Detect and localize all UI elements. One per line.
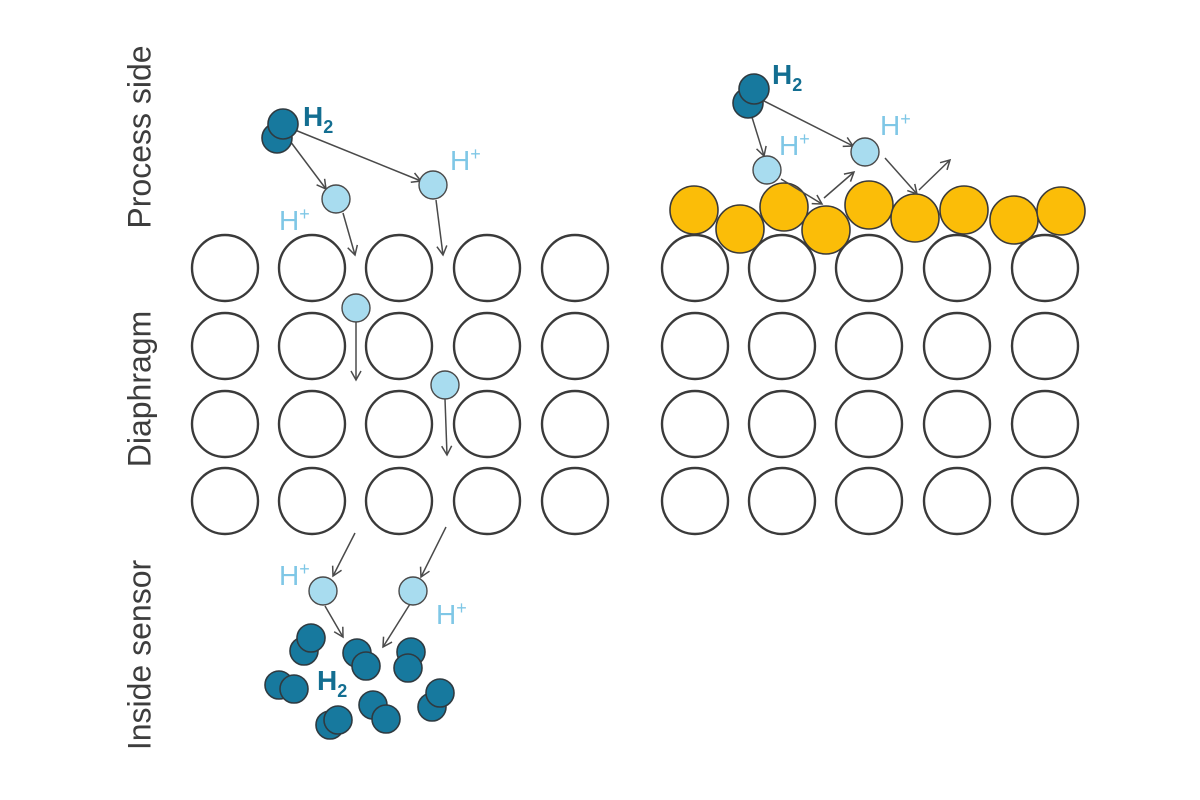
h2-atom [351,651,381,681]
diaphragm-atom [452,389,522,459]
diaphragm-atom [452,233,522,303]
diaphragm-atom [660,311,730,381]
h-ion-label-2: H+ [279,204,310,236]
diaphragm-atom [190,389,260,459]
h2-molecule-process-right [732,73,770,119]
diaphragm-atom [540,311,610,381]
h2-label-inside: H2 [317,665,347,701]
diaphragm-atom [364,233,434,303]
diaphragm-atom [190,233,260,303]
diaphragm-atom [922,466,992,536]
diaphragm-atom [747,466,817,536]
diaphragm-atom [834,233,904,303]
diaphragm-atom [1010,311,1080,381]
h2-molecule-process-left [261,108,299,154]
gold-atom [715,204,765,254]
diaphragm-atom [747,233,817,303]
diaphragm-lattice-coated [660,233,1080,536]
gold-atom [1036,186,1086,236]
diaphragm-atom [660,466,730,536]
gold-atom [801,205,851,255]
h2-atom [323,705,353,735]
diaphragm-atom [190,466,260,536]
diaphragm-atom [540,466,610,536]
h-ion-label-4: H+ [436,598,467,630]
h-ions [308,137,880,606]
h-ion-label-3: H+ [279,559,310,591]
diaphragm-atom [1010,389,1080,459]
diaphragm-atom [364,389,434,459]
gold-coating-layer [669,180,1086,255]
diaphragm-atom [747,389,817,459]
gold-atom [939,185,989,235]
diaphragm-atom [277,466,347,536]
h2-label-process-right: H2 [772,59,802,95]
h2-atom [425,678,455,708]
diaphragm-atom [922,311,992,381]
h2-atom [296,623,326,653]
diaphragm-atom [277,389,347,459]
diaphragm-lattice-uncoated [190,233,610,536]
diaphragm-atom [277,311,347,381]
diaphragm-atom [834,466,904,536]
gold-atom [989,195,1039,245]
diaphragm-atom [922,233,992,303]
h2-atom [279,674,309,704]
h-ion-label-6: H+ [880,109,911,141]
gold-atom [890,193,940,243]
diaphragm-atom [747,311,817,381]
diaphragm-atom [540,389,610,459]
diaphragm-atom [922,389,992,459]
diaphragm-atom [190,311,260,381]
h-ion-label-1: H+ [450,144,481,176]
arrows-right-panel [750,97,952,205]
gold-atom [844,180,894,230]
h-ion-label-5: H+ [779,129,810,161]
diaphragm-atom [1010,233,1080,303]
diaphragm-atom [540,233,610,303]
label-process-side: Process side [121,45,157,228]
diaphragm-atom [452,311,522,381]
label-inside-sensor: Inside sensor [121,559,157,750]
h2-molecule-cluster-inside [264,623,455,740]
h2-atom [371,704,401,734]
diaphragm-atom [277,233,347,303]
label-diaphragm: Diaphragm [121,311,157,468]
diaphragm-atom [452,466,522,536]
diaphragm-atom [364,466,434,536]
diaphragm-atom [364,311,434,381]
diaphragm-atom [660,233,730,303]
diaphragm-atom [834,389,904,459]
h2-atom [393,653,423,683]
gold-atom [759,182,809,232]
diaphragm-atom [660,389,730,459]
diaphragm-atom [1010,466,1080,536]
arrows-left-panel [289,129,453,649]
gold-atom [669,185,719,235]
h2-label-process-left: H2 [303,101,333,137]
diaphragm-atom [834,311,904,381]
